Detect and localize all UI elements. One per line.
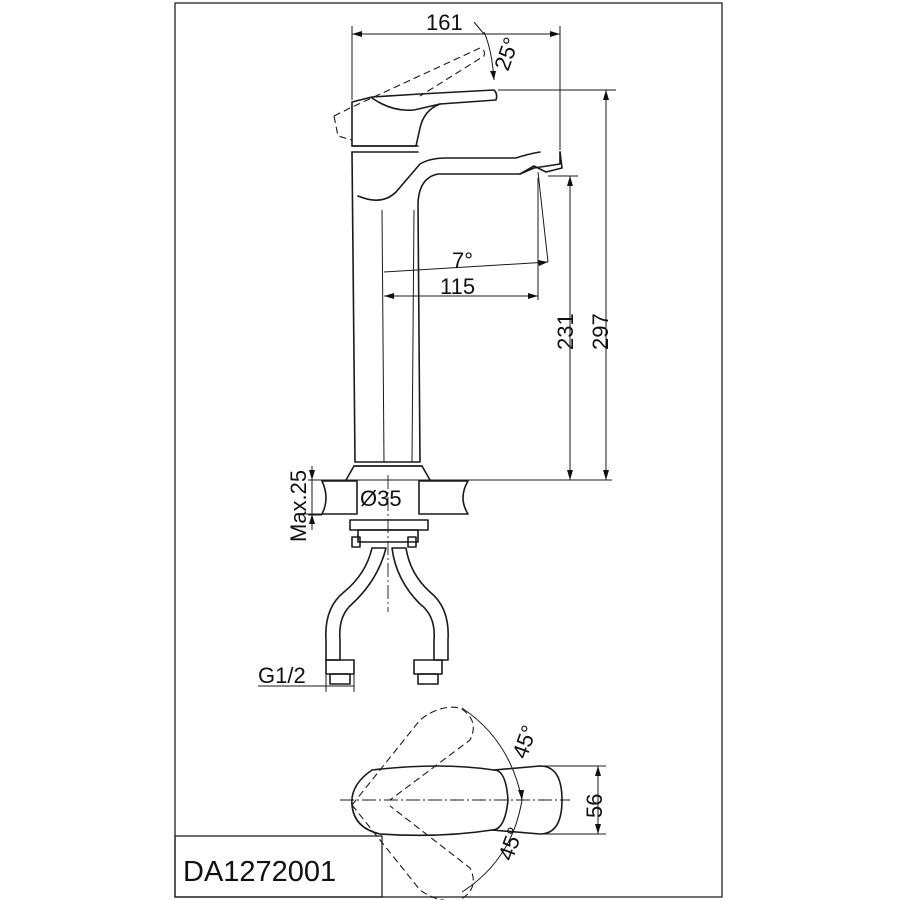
handle-rotated-up — [351, 706, 474, 806]
model-code: DA1272001 — [183, 856, 336, 888]
title-block — [174, 835, 383, 898]
mounting-hardware — [349, 475, 429, 612]
handle-rotated-down — [351, 804, 474, 900]
flex-hoses — [325, 547, 449, 685]
dim-handle-width: 56 — [582, 794, 607, 818]
deck-section — [308, 479, 612, 516]
dim-handle-angle: 25° — [489, 34, 524, 74]
top-view-labels: 45° 45° 56 — [493, 722, 607, 864]
handle-lever — [351, 89, 498, 147]
hose-left — [325, 547, 387, 661]
dim-rot-angle-top: 45° — [507, 722, 542, 762]
dimension-lines — [258, 21, 616, 692]
dim-hole-diameter: Ø35 — [360, 486, 402, 511]
dim-spout-height: 231 — [553, 313, 578, 350]
dim-max-deck: Max.25 — [286, 470, 311, 542]
dim-spout-reach: 115 — [440, 274, 475, 299]
dim-thread: G1/2 — [258, 663, 306, 688]
spout-tip — [519, 151, 563, 175]
dim-spout-angle: 7° — [452, 248, 473, 273]
handle-top-view — [340, 706, 606, 900]
body-back-curve — [357, 151, 541, 201]
hose-right — [391, 547, 449, 661]
faucet-side-view — [333, 47, 563, 481]
drawing-frame — [174, 2, 723, 898]
dim-total-height: 297 — [588, 313, 613, 350]
handle-lever-inner — [371, 97, 441, 112]
handle-rotated-outline — [333, 47, 486, 141]
dim-top-width: 161 — [426, 10, 463, 35]
dimension-labels: 161 25° 7° 115 231 297 Max.25 Ø35 G1/2 — [258, 10, 613, 688]
